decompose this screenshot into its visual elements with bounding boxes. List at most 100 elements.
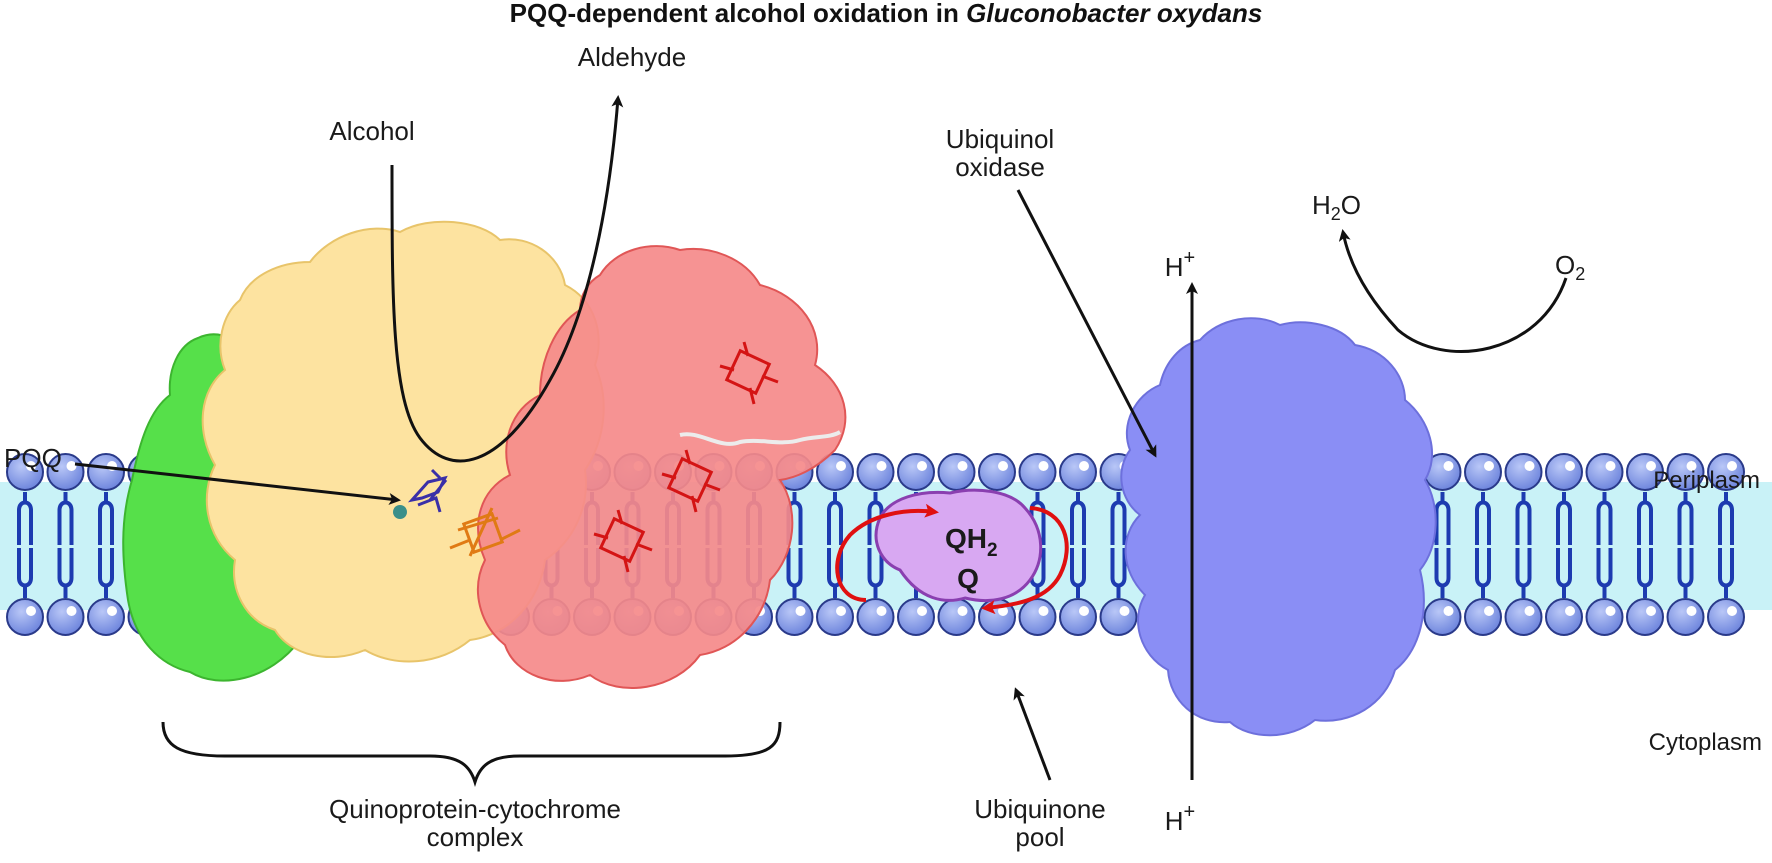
lipid-head-highlight [876, 606, 887, 616]
lipid-head-lower [1099, 598, 1138, 636]
alcohol-to-aldehyde-arrow [390, 95, 624, 463]
lipid-head-highlight [1524, 461, 1535, 471]
proton-periplasm-label: H+ [1165, 247, 1195, 282]
lipid-head-highlight [1484, 461, 1494, 471]
lipid-head-lower [1585, 598, 1624, 636]
lipid-head-highlight [107, 606, 117, 616]
lipid-head-lower [775, 598, 814, 636]
lipid-tail-lower [57, 548, 74, 588]
lipid-head-highlight [1079, 461, 1089, 471]
lipid-tail-upper [1718, 500, 1734, 545]
lipid-head-lower [6, 598, 44, 636]
lipid-head-highlight [1646, 606, 1656, 616]
lipid-head-highlight [1727, 606, 1737, 616]
oxidase-pointer-arrow [1016, 189, 1157, 458]
lipid-head-highlight [957, 606, 968, 616]
alcohol-label: Alcohol [329, 116, 414, 146]
lipid-tail-lower [1475, 548, 1491, 588]
lipid-head-upper [1018, 453, 1057, 491]
lipid-head-upper [1585, 453, 1624, 491]
lipid-head-highlight [1079, 606, 1089, 616]
lipid-head-highlight [1484, 606, 1494, 616]
lipid-tail-upper [1110, 500, 1127, 545]
lipid-tail-lower [1677, 548, 1694, 588]
qh2-label: QH2 [945, 523, 998, 561]
lipid-tail-lower [1637, 548, 1653, 588]
lipid-tail-upper [827, 500, 843, 545]
lipid-head-lower [816, 598, 854, 636]
heme-groups [593, 341, 779, 573]
o2-to-h2o-arrow [1338, 229, 1568, 353]
lipid-tail-lower [1070, 548, 1086, 588]
lipid-head-highlight [1605, 606, 1616, 616]
heme-ring [598, 516, 646, 564]
lipid-head-lower [937, 598, 976, 636]
lipid-tail-upper [1475, 500, 1491, 545]
lipid-head-lower [1545, 598, 1583, 636]
lipid-head-highlight [876, 461, 887, 471]
lipid-tail-upper [17, 500, 33, 545]
lipid-head-lower [1018, 598, 1057, 636]
lipid-tail-lower [1718, 548, 1734, 588]
heme-substituents [661, 449, 721, 513]
lipid-head-highlight [66, 461, 77, 471]
lipid-tail-lower [17, 548, 33, 588]
lipid-head-highlight [836, 606, 846, 616]
complex-label-line2: complex [427, 822, 524, 852]
lipid-head-lower [1423, 598, 1462, 636]
lipid-head-highlight [1119, 606, 1130, 616]
lipid-head-highlight [917, 461, 927, 471]
lipid-tail-upper [1677, 500, 1694, 545]
ubiquinol-oxidase-label-line2: oxidase [955, 152, 1045, 182]
lipid-tail-lower [98, 548, 114, 588]
complex-label-line1: Quinoprotein-cytochrome [329, 794, 621, 824]
lipid-head-highlight [1605, 461, 1616, 471]
lipid-head-lower [46, 598, 85, 636]
lipid-tail-upper [1070, 500, 1086, 545]
pool-pointer-arrow [1013, 687, 1052, 781]
lipid-head-highlight [66, 606, 77, 616]
lipid-head-lower [1707, 598, 1745, 636]
lipid-head-lower [856, 598, 895, 636]
pqq-metal-ion [393, 505, 407, 519]
pool-label-line2: pool [1015, 822, 1064, 852]
lipid-head-lower [1666, 598, 1705, 636]
lipid-tail-upper [1515, 500, 1532, 545]
lipid-head-highlight [998, 606, 1008, 616]
page-title: PQQ-dependent alcohol oxidation in Gluco… [510, 0, 1263, 28]
lipid-head-highlight [957, 461, 968, 471]
lipid-head-upper [897, 453, 935, 491]
lipid-head-upper [978, 453, 1016, 491]
cytoplasm-label: Cytoplasm [1649, 729, 1762, 756]
lipid-head-highlight [1727, 461, 1737, 471]
pool-label-line1: Ubiquinone [974, 794, 1106, 824]
lipid-head-highlight [1686, 606, 1697, 616]
lipid-head-highlight [795, 606, 806, 616]
lipid-tail-lower [1596, 548, 1613, 588]
aldehyde-label: Aldehyde [578, 42, 686, 72]
o2-label: O2 [1555, 250, 1585, 284]
lipid-head-highlight [998, 461, 1008, 471]
lipid-head-lower [1059, 598, 1097, 636]
lipid-head-highlight [26, 606, 36, 616]
lipid-head-highlight [1686, 461, 1697, 471]
lipid-head-upper [1504, 453, 1543, 491]
lipid-tail-lower [1434, 548, 1451, 588]
q-label: Q [957, 563, 979, 594]
lipid-head-highlight [1646, 461, 1656, 471]
heme-ring [666, 456, 714, 504]
lipid-head-highlight [917, 606, 927, 616]
lipid-head-highlight [1443, 606, 1454, 616]
ubiquinol-oxidase-label-line1: Ubiquinol [946, 124, 1054, 154]
lipid-tail-lower [1556, 548, 1572, 588]
lipid-head-highlight [1038, 606, 1049, 616]
lipid-head-lower [897, 598, 935, 636]
lipid-head-upper [1059, 453, 1097, 491]
heme-ring [724, 348, 772, 396]
lipid-tail-upper [98, 500, 114, 545]
lipid-head-highlight [1038, 461, 1049, 471]
lipid-head-upper [856, 453, 895, 491]
lipid-head-upper [1464, 453, 1502, 491]
lipid-head-highlight [1565, 606, 1575, 616]
lipid-head-upper [1545, 453, 1583, 491]
